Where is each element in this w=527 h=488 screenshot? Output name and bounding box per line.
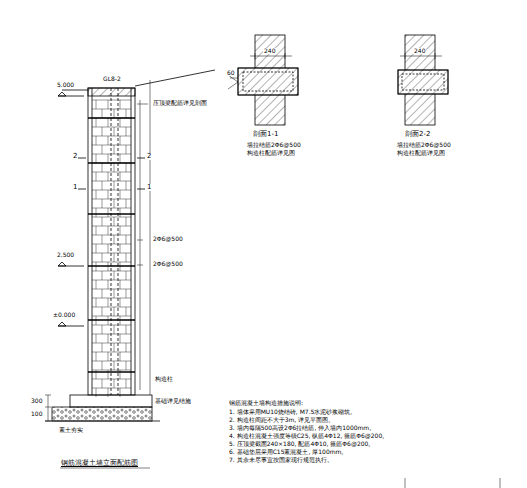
note-line: 4. 构造柱混凝土强度等级C25, 纵筋4Φ12, 箍筋Φ6@200。 <box>228 433 389 439</box>
section-note: 构造柱配筋详见图 <box>396 150 446 156</box>
note-callout: 压顶梁配筋详见剖面 <box>152 100 208 106</box>
level-mark: 2.500 <box>56 252 75 258</box>
section-title: 剖面2-2 <box>404 131 431 138</box>
dimension: 2Φ6@500 <box>152 236 184 242</box>
beam-mark: GL8-2 <box>102 76 122 82</box>
section-mark: 2 <box>72 153 78 160</box>
note-line: 7. 其余未尽事宜按国家现行规范执行。 <box>228 457 334 463</box>
section-note: 墙拉结筋2Φ6@500 <box>396 142 452 148</box>
note-line: 3. 墙内每隔500高设2Φ6拉结筋, 伸入墙内1000mm。 <box>228 425 376 431</box>
dimension: 240 <box>263 48 276 54</box>
dimension: 300 <box>30 398 43 404</box>
dimension: 240 <box>413 48 426 54</box>
note-callout: 构造柱 <box>154 376 174 382</box>
note-line: 5. 压顶梁截面240×180, 配筋4Φ10, 箍筋Φ6@200。 <box>228 441 375 447</box>
dimension: 2Φ6@500 <box>152 261 184 267</box>
level-mark: ±0.000 <box>52 312 76 318</box>
note-callout: 基础详见结施 <box>154 398 192 404</box>
note-callout: 素土夯实 <box>58 427 84 433</box>
dimension: 60 <box>226 70 236 76</box>
section-title: 剖面1-1 <box>252 131 279 138</box>
note-line: 6. 基础垫层采用C15素混凝土, 厚100mm。 <box>228 449 348 455</box>
note-line: 2. 构造柱间距不大于3m, 详见平面图。 <box>228 417 335 423</box>
section-mark: 2 <box>146 153 152 160</box>
section-mark: 1 <box>72 184 78 191</box>
dimension: 100 <box>30 411 43 417</box>
section-note: 墙拉结筋2Φ6@500 <box>246 142 302 148</box>
notes-heading: 钢筋混凝土墙构造措施说明: <box>228 400 304 406</box>
section-note: 构造柱配筋详见图 <box>246 150 296 156</box>
level-mark: 5.000 <box>56 82 75 88</box>
note-line: 1. 墙体采用MU10烧结砖, M7.5水泥砂浆砌筑。 <box>228 409 357 415</box>
section-mark: 1 <box>146 184 152 191</box>
drawing-title: 钢筋混凝土墙立面配筋图 <box>60 460 139 467</box>
